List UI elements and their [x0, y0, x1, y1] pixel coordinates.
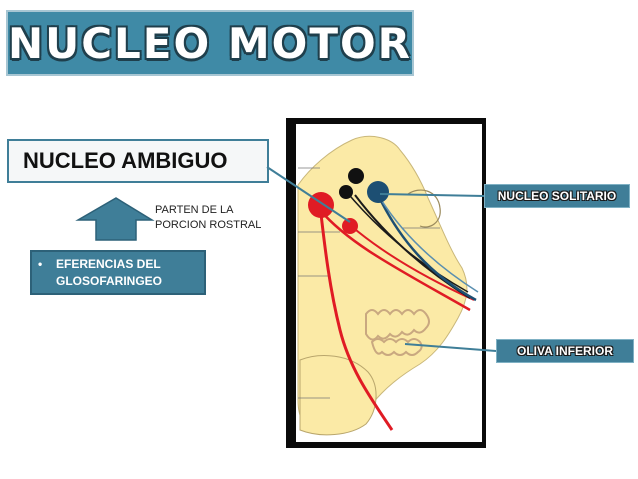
red-fiber-1 [318, 204, 394, 431]
title-banner [6, 10, 414, 76]
nucleo-ambiguo-label: NUCLEO AMBIGUO [7, 139, 269, 183]
ventricle-curve [407, 189, 441, 228]
dark-fiber-2 [344, 189, 469, 293]
red-fiber-3 [349, 224, 475, 301]
nucleus-ambiguo-small [342, 218, 358, 234]
nucleus-black-2 [339, 185, 353, 199]
eferencias-line-2: GLOSOFARINGEO [56, 274, 163, 288]
red-fiber-2 [319, 209, 471, 312]
eferencias-line-1: EFERENCIAS DEL [56, 257, 161, 271]
olive-contour-2 [370, 338, 423, 356]
page-title: NUCLEO MOTOR [7, 18, 413, 68]
eferencias-box: • EFERENCIAS DEL GLOSOFARINGEO [30, 250, 206, 295]
parten-text: PARTEN DE LA PORCION ROSTRAL [155, 203, 275, 233]
nucleus-solitario [367, 181, 389, 203]
oliva-pointer [404, 343, 497, 352]
blue-fiber-1 [376, 194, 477, 302]
oliva-inferior-label: OLIVA INFERIOR [496, 339, 634, 363]
parten-line-1: PARTEN DE LA [155, 204, 234, 216]
nucleo-solitario-label: NUCLEO SOLITARIO [484, 184, 630, 208]
olive-contour [365, 309, 430, 341]
blue-fiber-2 [379, 197, 479, 293]
bullet: • [38, 257, 43, 271]
parten-line-2: PORCION ROSTRAL [155, 219, 262, 231]
solitario-pointer [379, 193, 485, 197]
ambiguo-pointer [266, 166, 351, 223]
nucleus-black-1 [348, 168, 364, 184]
